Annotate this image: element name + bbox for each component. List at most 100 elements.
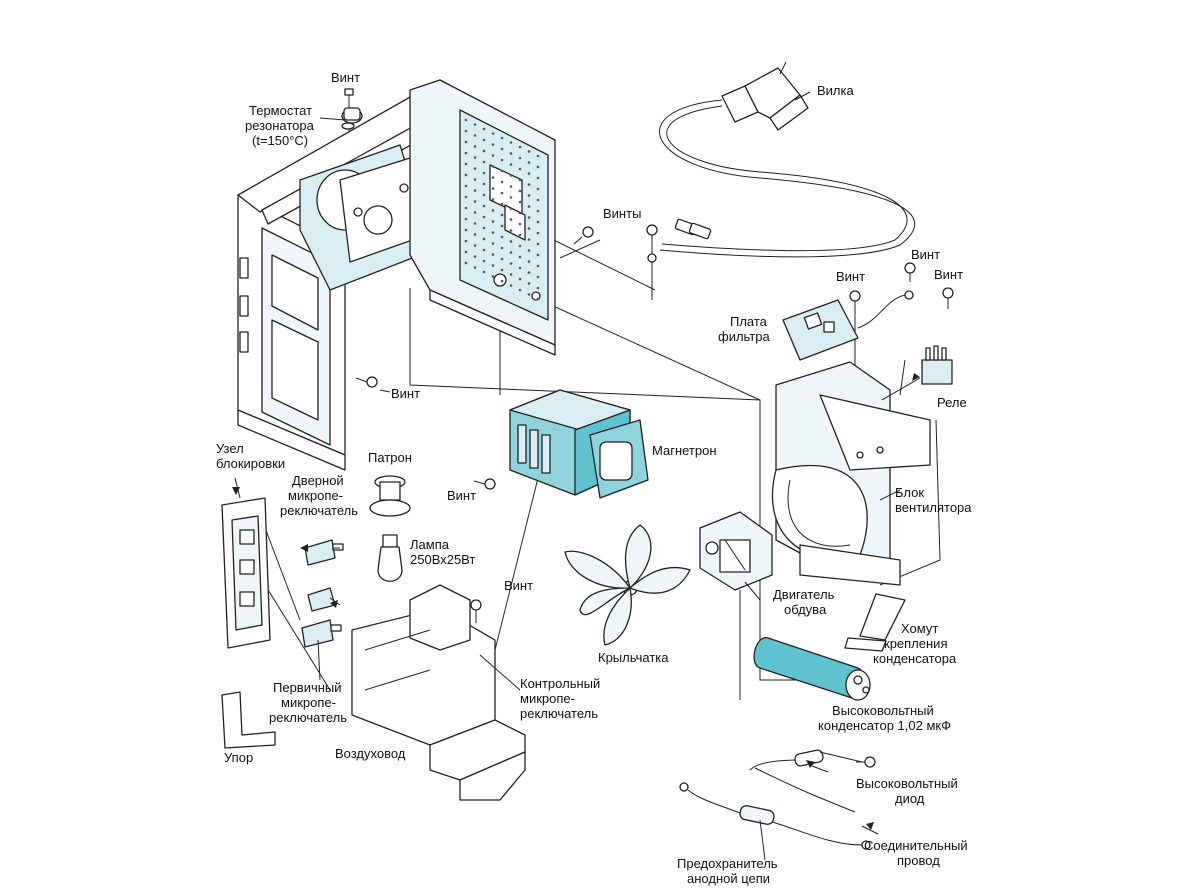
blower-motor-part <box>699 511 773 591</box>
connecting-wire-part <box>679 782 871 850</box>
label-hv-capacitor-2: конденсатор 1,02 мкФ <box>818 718 951 733</box>
perforation-dot <box>527 183 531 186</box>
label-relay: Реле <box>937 395 967 410</box>
label-primary-switch-2: микропе- <box>281 695 336 710</box>
perforation-dot <box>491 220 495 223</box>
perforation-dot <box>482 182 486 186</box>
perforation-dot <box>536 297 540 301</box>
perforation-dot <box>509 174 513 177</box>
stopper-part <box>221 691 276 749</box>
label-thermostat-1: Термостат <box>249 103 312 118</box>
perforation-dot <box>464 217 468 221</box>
arrow-icon <box>866 822 874 830</box>
perforation-dot <box>509 251 513 254</box>
label-blower-motor-2: обдува <box>784 602 827 617</box>
perforation-dot <box>518 266 522 270</box>
hv-capacitor-part <box>753 637 871 701</box>
filter-board-part <box>782 290 914 361</box>
perforation-dot <box>491 176 495 179</box>
perforation-dot <box>527 227 531 230</box>
perforation-dot <box>509 284 513 287</box>
arrow-icon <box>912 373 920 381</box>
perforation-dot <box>473 266 477 269</box>
perforation-dot <box>482 215 486 219</box>
pointer-arrows <box>232 373 920 830</box>
perforation-dot <box>527 172 531 175</box>
control-microswitch-part <box>307 587 336 612</box>
perforation-dot <box>518 156 522 160</box>
perforation-dot <box>482 248 486 252</box>
perforation-dot <box>473 156 477 159</box>
perforation-dot <box>527 260 531 263</box>
label-door-switch-3: реключатель <box>280 503 358 518</box>
screw-icon <box>470 599 482 623</box>
perforation-dot <box>464 162 468 166</box>
perforation-dot <box>527 216 531 219</box>
magnetron-part <box>509 389 649 499</box>
label-filter-board-1: Плата <box>730 314 768 329</box>
main-frame <box>237 79 556 471</box>
perforation-dot <box>491 132 495 135</box>
perforation-dot <box>527 271 531 274</box>
label-door-switch-2: микропе- <box>288 488 343 503</box>
perforation-dot <box>482 138 486 142</box>
label-thermostat-3: (t=150°C) <box>252 133 308 148</box>
label-connecting-wire-2: провод <box>897 853 940 868</box>
perforation-dot <box>473 145 477 148</box>
perforation-dot <box>473 200 477 203</box>
perforation-dot <box>509 229 513 232</box>
perforation-dot <box>482 171 486 175</box>
perforation-dot <box>500 224 504 228</box>
perforation-dot <box>509 141 513 144</box>
perforation-dot <box>491 242 495 245</box>
label-stopper: Упор <box>224 750 253 765</box>
perforation-dot <box>509 163 513 166</box>
label-vint-duct: Винт <box>504 578 533 593</box>
perforation-dot <box>509 185 513 188</box>
label-thermostat-2: резонатора <box>245 118 315 133</box>
perforation-dot <box>464 206 468 210</box>
air-duct-part <box>351 584 526 801</box>
perforation-dot <box>518 255 522 259</box>
screw-icon <box>473 478 496 490</box>
perforation-dot <box>509 262 513 265</box>
label-vinty: Винты <box>603 206 641 221</box>
relay-part <box>921 345 953 385</box>
label-control-switch-3: реключатель <box>520 706 598 721</box>
perforation-dot <box>527 238 531 241</box>
perforation-dot <box>491 187 495 190</box>
arrow-icon <box>806 760 815 768</box>
perforation-dot <box>473 211 477 214</box>
perforation-dot <box>536 231 540 235</box>
labels: Винт Термостат резонатора (t=150°C) Вилк… <box>216 70 972 886</box>
label-primary-switch-3: реключатель <box>269 710 347 725</box>
label-clamp-1: Хомут <box>901 621 938 636</box>
perforation-dot <box>536 209 540 213</box>
label-lock-1: Узел <box>216 441 244 456</box>
perforation-dot <box>491 143 495 146</box>
screw-icon <box>856 756 876 768</box>
primary-microswitch-part <box>301 619 342 648</box>
perforation-dot <box>491 275 495 278</box>
perforation-dot <box>473 244 477 247</box>
perforation-dot <box>536 253 540 257</box>
perforation-dots <box>464 118 540 301</box>
perforation-dot <box>500 136 504 140</box>
power-plug-part <box>647 61 916 263</box>
perforation-dot <box>518 222 522 226</box>
perforation-dot <box>500 191 504 195</box>
perforation-dot <box>518 167 522 171</box>
perforation-dot <box>473 233 477 236</box>
screw-icon <box>942 287 954 309</box>
label-impeller: Крыльчатка <box>598 650 669 665</box>
perforation-dot <box>518 233 522 237</box>
perforation-dot <box>536 242 540 246</box>
screw-icon <box>904 262 916 282</box>
perforation-dot <box>482 204 486 208</box>
perforation-dot <box>500 158 504 162</box>
perforation-dot <box>509 240 513 243</box>
perforation-dot <box>518 189 522 193</box>
label-plug: Вилка <box>817 83 854 98</box>
perforation-dot <box>500 279 504 283</box>
